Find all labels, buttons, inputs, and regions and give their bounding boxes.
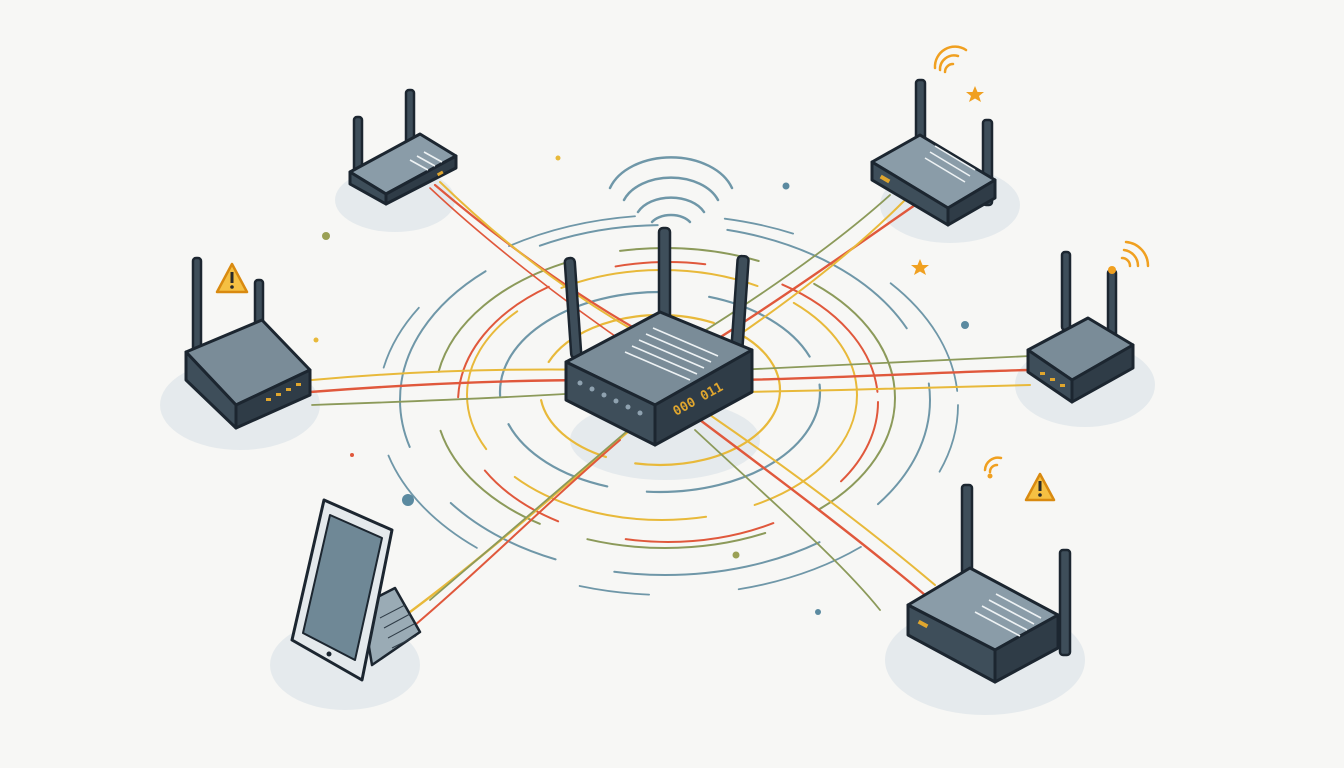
warning-icon [215, 262, 249, 294]
router-top-right[interactable] [870, 78, 997, 227]
link-right-olive [734, 355, 1031, 371]
tablet-bottom-left[interactable] [290, 498, 422, 682]
wifi-signal-icon [608, 156, 734, 224]
link-left-olive [311, 391, 601, 406]
hub-vents [624, 327, 719, 381]
decorative-dots [313, 155, 969, 615]
link-left-yellow [311, 368, 606, 381]
warning-icon [1024, 472, 1056, 502]
tablet-screen [302, 514, 383, 661]
link-right-yellow [744, 384, 1031, 393]
star-icon [911, 259, 929, 275]
central-router[interactable]: 000 011 [563, 226, 754, 447]
link-tablet-olive [429, 419, 641, 601]
link-bottom-right-olive [694, 429, 881, 611]
right-port-leds [1040, 372, 1065, 387]
router-right[interactable] [1026, 250, 1135, 404]
link-top-right-red [698, 203, 917, 352]
left-port-leds [266, 383, 301, 401]
bottom-right-vents [974, 593, 1042, 637]
link-bottom-right-red [698, 418, 927, 597]
top-left-vents [409, 151, 443, 171]
wifi-signal-icon [983, 456, 1003, 479]
hub-port-leds [577, 380, 643, 416]
connection-links [308, 181, 1032, 626]
link-tablet-red [414, 439, 621, 626]
link-bottom-right-yellow [709, 414, 936, 586]
top-right-vents [924, 145, 976, 183]
link-top-right-olive [689, 194, 891, 341]
link-left-red [308, 378, 602, 394]
wifi-signal-icon [933, 45, 968, 74]
wifi-signal-icon [1120, 240, 1150, 268]
router-left[interactable] [184, 256, 312, 430]
router-bottom-right[interactable] [906, 483, 1072, 684]
router-top-left[interactable] [348, 88, 458, 206]
link-right-red [738, 368, 1032, 382]
star-icon [966, 86, 984, 102]
tablet-keyboard-grid [379, 604, 417, 649]
